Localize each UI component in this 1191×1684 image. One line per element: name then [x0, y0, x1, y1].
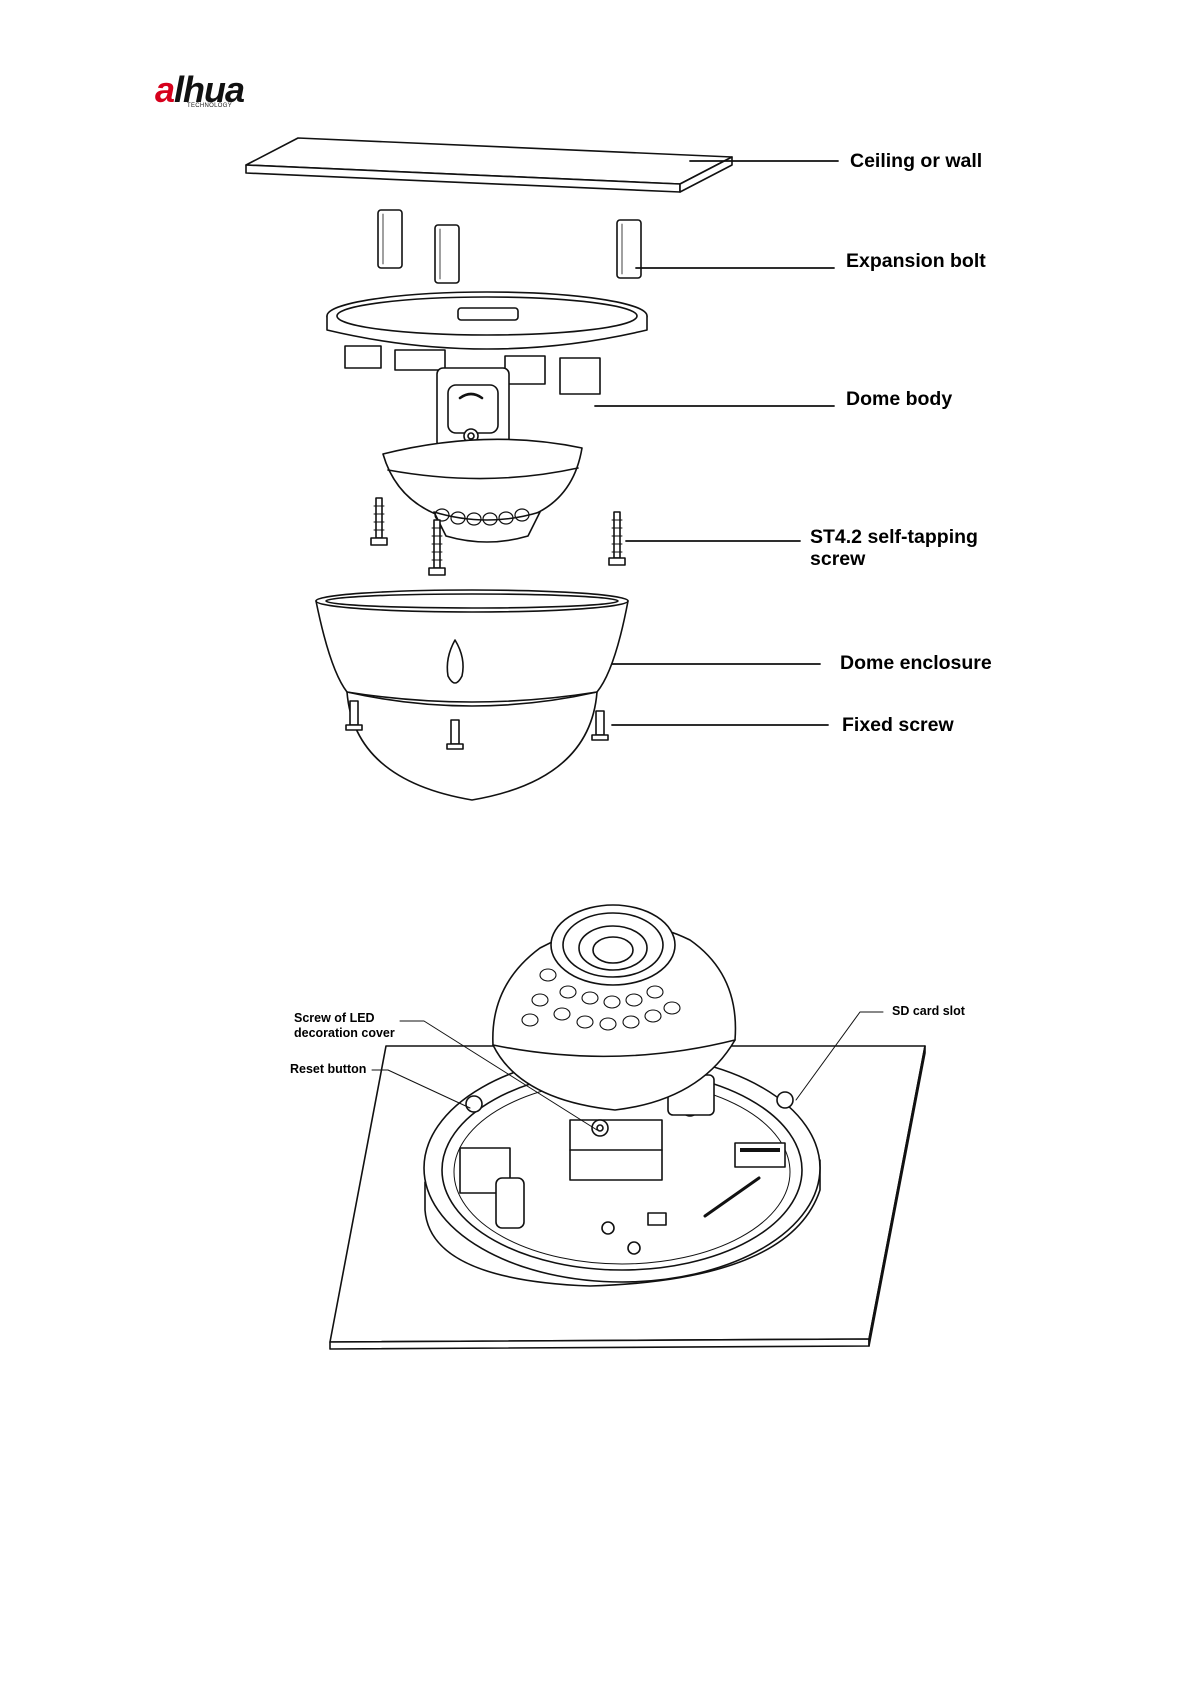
dome-enclosure: [316, 590, 628, 800]
camera-dome-head: [493, 905, 736, 1110]
label-dome-enclosure: Dome enclosure: [840, 652, 992, 674]
label-fixed-screw: Fixed screw: [842, 714, 954, 736]
dome-body: [327, 292, 647, 542]
label-self-tapping-screw-line2: screw: [810, 548, 865, 570]
label-reset-button: Reset button: [290, 1062, 366, 1077]
expansion-bolts: [378, 210, 641, 283]
label-sd-card-slot: SD card slot: [892, 1004, 965, 1019]
label-led-cover-screw-line2: decoration cover: [294, 1026, 395, 1041]
label-dome-body: Dome body: [846, 388, 952, 410]
label-led-cover-screw-line1: Screw of LED: [294, 1011, 375, 1026]
label-expansion-bolt: Expansion bolt: [846, 250, 986, 272]
label-ceiling-or-wall: Ceiling or wall: [850, 150, 982, 172]
label-self-tapping-screw-line1: ST4.2 self-tapping: [810, 526, 978, 548]
ceiling-plate: [246, 138, 732, 192]
